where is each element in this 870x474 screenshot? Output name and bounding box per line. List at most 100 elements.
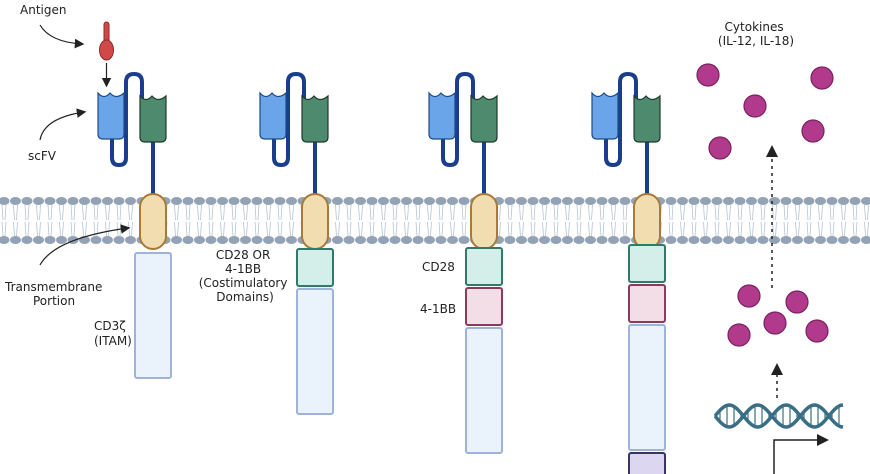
lipid-head <box>527 236 539 244</box>
lipid-head <box>723 236 734 244</box>
lipid-head <box>274 197 286 205</box>
cd3z-itam-domain <box>628 324 666 451</box>
lipid-head <box>0 197 10 205</box>
costimulatory-domain <box>296 248 334 287</box>
lipid-head <box>389 236 401 244</box>
vh-domain <box>139 94 167 143</box>
lipid-head <box>401 236 412 244</box>
lipid-head <box>435 197 447 205</box>
lipid-head <box>677 236 688 244</box>
4-1bb-domain <box>628 284 666 323</box>
lipid-head <box>838 197 849 205</box>
lipid-head <box>240 197 251 205</box>
lipid-head <box>113 236 125 244</box>
lipid-head <box>792 236 803 244</box>
vl-domain <box>259 91 287 140</box>
cytokine-molecule <box>727 323 751 347</box>
dna-strand <box>713 403 844 429</box>
vl-domain <box>591 91 619 140</box>
lipid-head <box>826 236 838 244</box>
lipid-head <box>33 236 44 244</box>
lipid-head <box>205 236 217 244</box>
cd3z-label: CD3ζ (ITAM) <box>94 319 132 348</box>
lipid-head <box>182 236 194 244</box>
lipid-head <box>619 197 631 205</box>
lipid-head <box>343 236 355 244</box>
lipid-head <box>56 197 67 205</box>
lipid-head <box>780 197 792 205</box>
cd3z-itam-domain <box>465 327 503 454</box>
lipid-head <box>573 236 585 244</box>
lipid-head <box>700 197 711 205</box>
car-receptor-gen-3 <box>428 71 503 454</box>
lipid-head <box>412 197 424 205</box>
lipid-head <box>711 197 723 205</box>
lipid-head <box>527 197 539 205</box>
cytokine-molecule <box>763 311 787 335</box>
lipid-head <box>815 197 826 205</box>
scfv-label: scFV <box>28 149 57 163</box>
lipid-head <box>688 236 700 244</box>
lipid-head <box>389 197 401 205</box>
antigen-label: Antigen <box>20 3 66 17</box>
lipid-head <box>447 236 458 244</box>
lipid-head <box>44 236 56 244</box>
lipid-head <box>171 197 182 205</box>
lipid-head <box>562 236 573 244</box>
lipid-head <box>21 236 33 244</box>
linker <box>604 71 638 168</box>
lipid-head <box>792 197 803 205</box>
lipid-head <box>435 236 447 244</box>
lipid-head <box>90 236 102 244</box>
costimulatory-label: CD28 OR 4-1BB (Costimulatory Domains) <box>199 248 292 304</box>
lipid-head <box>424 197 435 205</box>
lipid-head <box>826 197 838 205</box>
lipid-head <box>573 197 585 205</box>
lipid-head <box>10 236 21 244</box>
lipid-head <box>67 197 79 205</box>
lipid-head <box>332 197 343 205</box>
lipid-head <box>562 197 573 205</box>
cd3z-itam-domain <box>134 252 172 379</box>
lipid-head <box>90 197 102 205</box>
cytokines-label: Cytokines (IL-12, IL-18) <box>718 20 794 48</box>
lipid-head <box>286 236 297 244</box>
lipid-head <box>504 197 516 205</box>
antigen-icon <box>99 21 114 88</box>
lipid-head <box>608 197 619 205</box>
lipid-head <box>205 197 217 205</box>
dna-icon <box>713 403 844 429</box>
lipid-head <box>665 236 677 244</box>
linker <box>110 71 144 168</box>
lipid-head <box>56 236 67 244</box>
cytokine-molecule <box>743 94 767 118</box>
cytokine-molecule <box>805 319 829 343</box>
lipid-head <box>516 197 527 205</box>
transmembrane-domain <box>633 193 661 250</box>
lipid-head <box>757 197 769 205</box>
lipid-head <box>585 236 596 244</box>
lipid-head <box>332 236 343 244</box>
lipid-head <box>734 236 746 244</box>
lipid-head <box>803 197 815 205</box>
cd28-label: CD28 <box>422 260 455 274</box>
lipid-head <box>757 236 769 244</box>
cytokines <box>696 63 834 347</box>
lipid-head <box>734 197 746 205</box>
lipid-head <box>688 197 700 205</box>
lipid-head <box>412 236 424 244</box>
lipid-head <box>596 236 608 244</box>
lipid-head <box>838 236 849 244</box>
lipid-head <box>746 236 757 244</box>
transmembrane-domain <box>470 193 498 250</box>
lipid-head <box>228 236 240 244</box>
lipid-head <box>263 236 274 244</box>
lipid-head <box>113 197 125 205</box>
lipid-head <box>849 236 861 244</box>
lipid-head <box>366 197 378 205</box>
transmembrane-label: Transmembrane Portion <box>4 280 106 308</box>
lipid-head <box>240 236 251 244</box>
lipid-head <box>366 236 378 244</box>
lipid-head <box>458 197 470 205</box>
